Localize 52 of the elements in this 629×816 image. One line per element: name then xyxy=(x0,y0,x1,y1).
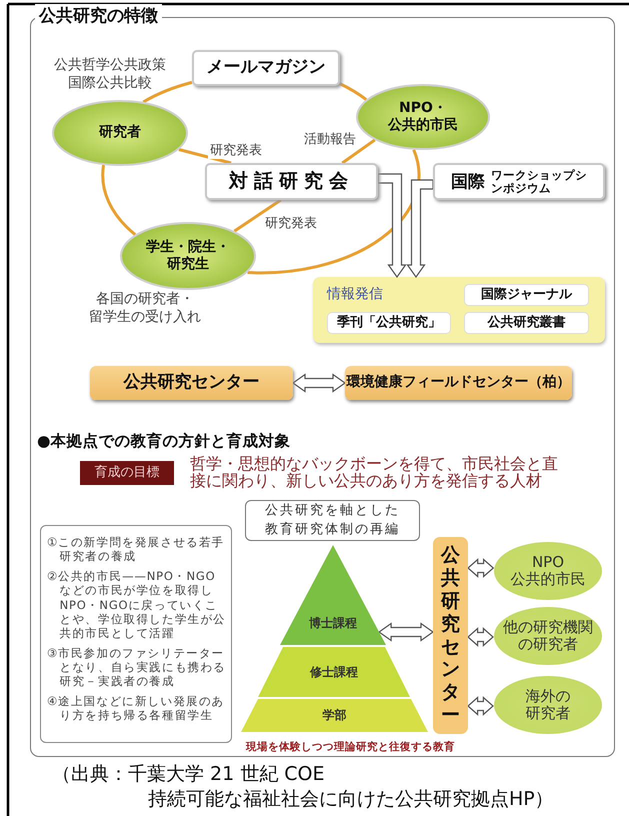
connector-line xyxy=(341,138,376,164)
edge-label: 研究発表 xyxy=(263,214,319,232)
list-box xyxy=(40,525,232,743)
field-list-text: 公共哲学公共政策国際公共比較 xyxy=(53,57,167,92)
oval-node: 研究者 xyxy=(52,100,188,166)
hollow-arrow xyxy=(467,696,494,716)
connector-line xyxy=(339,82,368,101)
box-title: 国際 xyxy=(451,171,485,193)
pyramid-caption: 現場を体験しつつ理論研究と往復する教育 xyxy=(246,740,456,754)
list-item: ③市民参加のファシリテーターとなり、自ら実践にも携わる研究－実践者の養成 xyxy=(47,646,227,689)
pyramid-band: 修士課程 xyxy=(258,647,410,697)
connector-line xyxy=(178,148,232,164)
rounded-box: 対話研究会 xyxy=(205,163,378,200)
rounded-box: メールマガジン xyxy=(192,50,340,86)
rounded-box: 国際ジャーナル xyxy=(464,284,589,306)
oval-node: 他の研究機関の研究者 xyxy=(493,606,603,666)
hollow-arrow xyxy=(377,173,407,278)
oval-node: 学生・院生・研究生 xyxy=(120,222,256,290)
box-subtitle: ワークショップシンポジウム xyxy=(491,169,587,194)
info-panel xyxy=(313,277,605,343)
connector-line xyxy=(101,164,136,236)
rounded-box xyxy=(433,163,605,200)
rounded-box: 公共研究センター xyxy=(90,366,293,400)
oval-node: 海外の研究者 xyxy=(493,675,603,735)
oval-node: NPO・公共的市民 xyxy=(356,84,490,150)
rounded-box: 公共研究叢書 xyxy=(464,312,589,334)
pyramid-band: 学部 xyxy=(241,699,428,732)
section-title: 公共研究の特徴 xyxy=(35,4,162,27)
source-caption: （出典：千葉大学 21 世紀 COE 持続可能な福祉社会に向けた公共研究拠点HP） xyxy=(52,762,555,812)
edge-label: 研究発表 xyxy=(208,141,264,159)
section-heading: ●本拠点での教育の方針と育成対象 xyxy=(37,431,292,452)
panel-title: 情報発信 xyxy=(327,285,383,303)
list-item: ①この新学問を発展させる若手研究者の養成 xyxy=(47,535,226,564)
rounded-box: 公共研究を軸とした教育研究体制の再編 xyxy=(245,500,420,541)
connector-line xyxy=(142,80,192,104)
list-item: ②公共的市民——NPO・NGOなどの市民が学位を取得しNPO・NGOに戻っていくことや、学位取得した学生が公共的市民として活躍 xyxy=(47,568,227,641)
pyramid-band: 博士課程 xyxy=(280,545,386,645)
note-text: 各国の研究者・留学生の受け入れ xyxy=(88,291,202,326)
hollow-arrow xyxy=(467,558,494,578)
hollow-arrow xyxy=(406,179,434,278)
rounded-box: 季刊「公共研究」 xyxy=(327,312,451,334)
edge-label: 活動報告 xyxy=(302,130,358,148)
hollow-arrow xyxy=(467,627,494,647)
oval-node: NPO公共的市民 xyxy=(493,541,603,601)
goal-text: 哲学・思想的なバックボーンを得て、市民社会と直接に関わり、新しい公共のあり方を発信する人材 xyxy=(190,456,559,490)
label-box: 育成の目標 xyxy=(80,461,174,485)
connector-line xyxy=(234,198,282,232)
hollow-arrow xyxy=(378,622,434,642)
vertical-box: 公共研究センター xyxy=(433,537,468,734)
hollow-arrow xyxy=(292,373,346,393)
list-item: ④途上国などに新しい発展のあり方を持ち帰る各種留学生 xyxy=(47,694,226,722)
rounded-box: 環境健康フィールドセンター（柏） xyxy=(345,366,572,400)
